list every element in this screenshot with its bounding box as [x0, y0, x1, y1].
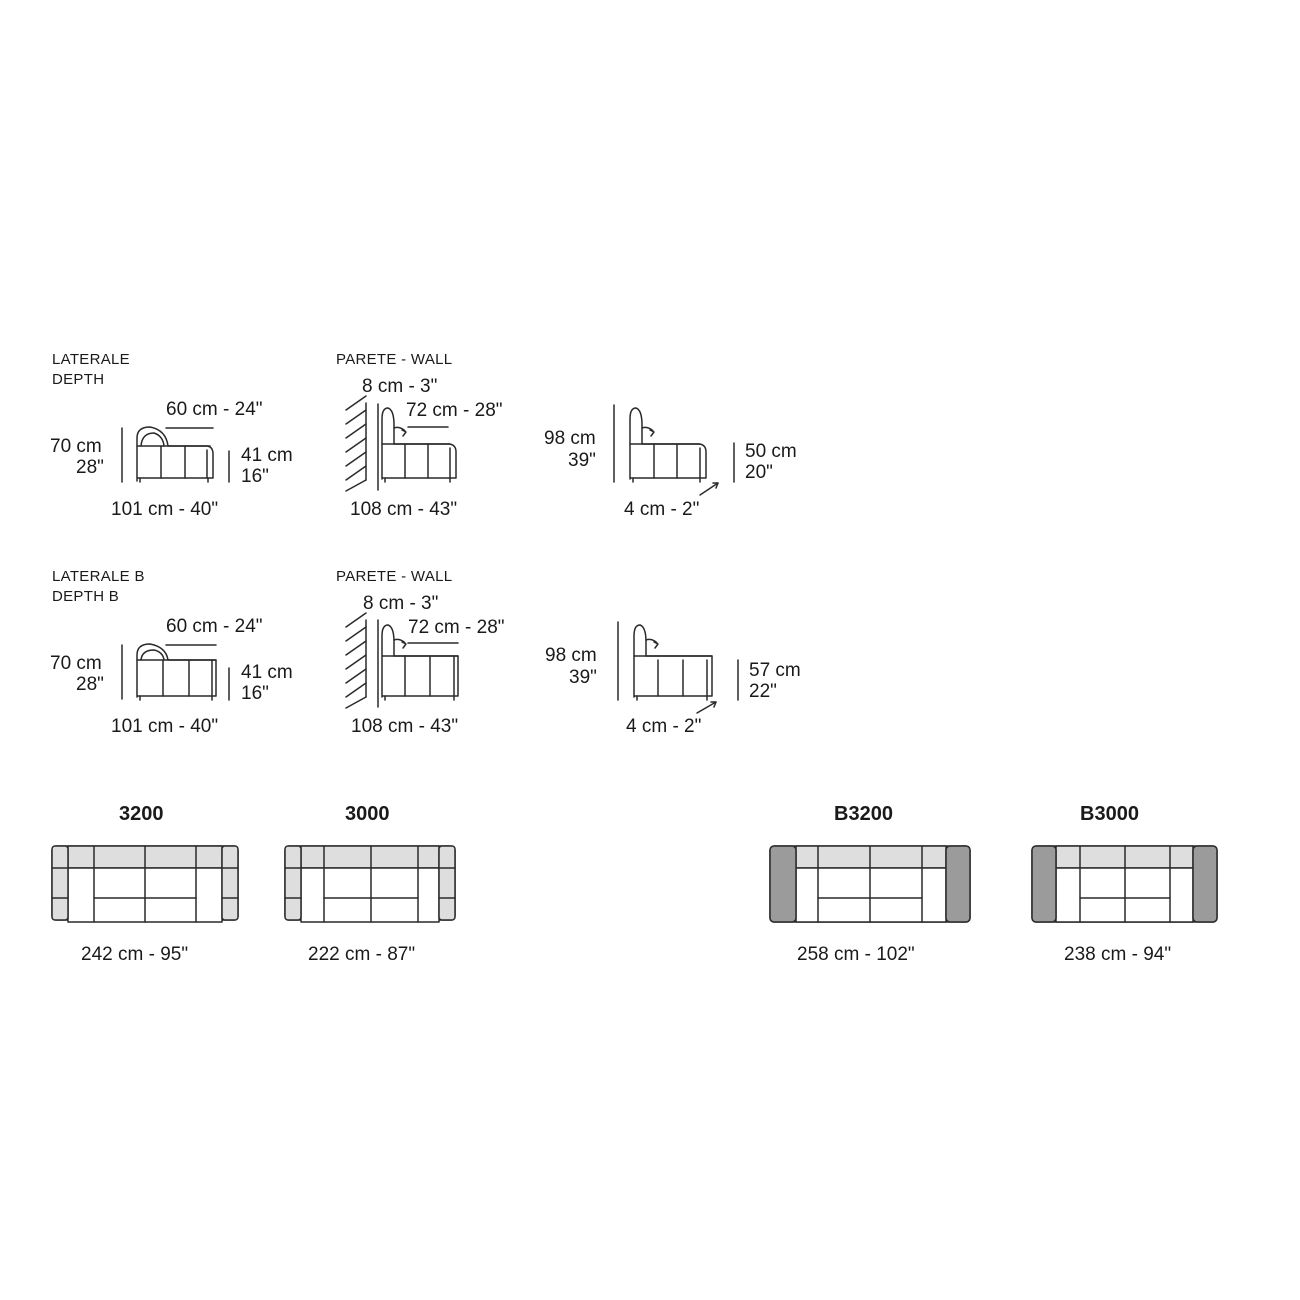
top-view-b3200	[769, 845, 971, 923]
model-width-3000: 222 cm - 87"	[308, 944, 416, 965]
top-view-3000	[284, 845, 456, 923]
wall-gap-label-b: 8 cm - 3"	[363, 593, 439, 614]
foot-label: 4 cm - 2"	[624, 499, 700, 520]
recline-seat-depth-label: 72 cm - 28"	[406, 400, 503, 421]
height-in-label: 28"	[76, 457, 104, 478]
reclined-view-sofa-b	[617, 621, 739, 714]
height-in-label-b: 28"	[76, 674, 104, 695]
wall-depth-label: 108 cm - 43"	[350, 499, 458, 520]
recline-seat-depth-label-b: 72 cm - 28"	[408, 617, 505, 638]
recline-height-cm-label-b: 98 cm	[545, 645, 597, 666]
seat-height-cm-label-b: 41 cm	[241, 662, 293, 683]
top-view-b3000	[1031, 845, 1218, 923]
wall-view-sofa	[345, 395, 457, 492]
recline-seat-height-cm-label: 50 cm	[745, 441, 797, 462]
seat-depth-label-b: 60 cm - 24"	[166, 616, 263, 637]
wall-view-sofa-b	[345, 612, 459, 709]
seat-depth-label: 60 cm - 24"	[166, 399, 263, 420]
side-view-sofa-b	[121, 643, 230, 701]
foot-label-b: 4 cm - 2"	[626, 716, 702, 737]
profile-title-laterale-b: LATERALE B	[52, 568, 145, 585]
seat-height-in-label: 16"	[241, 466, 269, 487]
model-name-3000: 3000	[345, 803, 390, 825]
wall-title-b: PARETE - WALL	[336, 568, 453, 585]
recline-height-cm-label: 98 cm	[544, 428, 596, 449]
model-name-3200: 3200	[119, 803, 164, 825]
seat-height-cm-label: 41 cm	[241, 445, 293, 466]
reclined-view-sofa	[613, 404, 735, 496]
side-view-sofa	[121, 426, 230, 483]
profile-title-laterale: LATERALE	[52, 351, 130, 368]
top-view-3200	[51, 845, 239, 923]
wall-gap-label: 8 cm - 3"	[362, 376, 438, 397]
height-cm-label: 70 cm	[50, 436, 102, 457]
seat-height-in-label-b: 16"	[241, 683, 269, 704]
recline-seat-height-cm-label-b: 57 cm	[749, 660, 801, 681]
model-width-b3200: 258 cm - 102"	[797, 944, 915, 965]
recline-seat-height-in-label-b: 22"	[749, 681, 777, 702]
depth-label-b: 101 cm - 40"	[111, 716, 219, 737]
recline-height-in-label: 39"	[568, 450, 596, 471]
model-name-b3200: B3200	[834, 803, 893, 825]
profile-subtitle-depth: DEPTH	[52, 371, 105, 388]
wall-title: PARETE - WALL	[336, 351, 453, 368]
depth-label: 101 cm - 40"	[111, 499, 219, 520]
profile-subtitle-depth-b: DEPTH B	[52, 588, 120, 605]
wall-depth-label-b: 108 cm - 43"	[351, 716, 459, 737]
recline-height-in-label-b: 39"	[569, 667, 597, 688]
recline-seat-height-in-label: 20"	[745, 462, 773, 483]
model-name-b3000: B3000	[1080, 803, 1139, 825]
model-width-3200: 242 cm - 95"	[81, 944, 189, 965]
model-width-b3000: 238 cm - 94"	[1064, 944, 1172, 965]
height-cm-label-b: 70 cm	[50, 653, 102, 674]
